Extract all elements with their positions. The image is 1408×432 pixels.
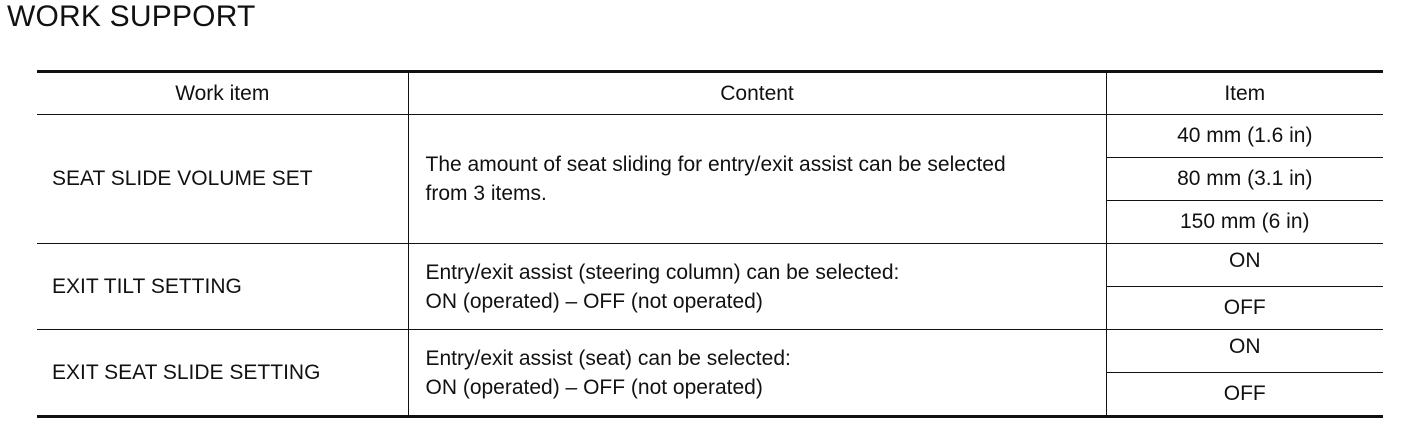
item-value: OFF	[1223, 382, 1266, 405]
header-item: Item	[1105, 70, 1383, 115]
item-cell: OFF	[1105, 372, 1383, 418]
item-value: 80 mm (3.1 in)	[1177, 167, 1313, 190]
page-title: WORK SUPPORT	[7, 0, 256, 33]
content-line: The amount of seat sliding for entry/exi…	[425, 153, 1006, 176]
item-cell: 80 mm (3.1 in)	[1105, 157, 1383, 201]
table-row: 80 mm (3.1 in)	[37, 157, 1383, 201]
item-cell: OFF	[1105, 286, 1383, 330]
content-line: Entry/exit assist (steering column) can …	[425, 260, 900, 284]
work-support-table: Work item Content Item SEAT SLIDE VOLUME…	[37, 70, 1383, 418]
header-work-item: Work item	[37, 70, 409, 115]
table-header-row: Work item Content Item	[37, 70, 1383, 115]
item-cell: 40 mm (1.6 in)	[1105, 114, 1383, 158]
table-row: OFF	[37, 372, 1383, 418]
work-item-cell: EXIT TILT SETTING	[37, 243, 409, 330]
item-cell: ON	[1105, 243, 1383, 287]
work-item-cell: EXIT SEAT SLIDE SETTING	[37, 329, 409, 418]
work-item-cell: SEAT SLIDE VOLUME SET	[37, 114, 409, 244]
item-value: ON	[1229, 335, 1261, 358]
item-cell: 150 mm (6 in)	[1105, 200, 1383, 244]
table-row: SEAT SLIDE VOLUME SET The amount of seat…	[37, 114, 1383, 244]
header-content: Content	[407, 70, 1107, 115]
table-row: EXIT TILT SETTING Entry/exit assist (ste…	[37, 243, 1383, 330]
table-row: OFF	[37, 286, 1383, 330]
item-value: OFF	[1223, 296, 1266, 319]
table-row: 150 mm (6 in)	[37, 200, 1383, 244]
content-line: ON (operated) – OFF (not operated)	[425, 375, 763, 399]
item-value: ON	[1229, 249, 1261, 272]
content-line: ON (operated) – OFF (not operated)	[425, 289, 763, 313]
item-value: 150 mm (6 in)	[1179, 210, 1310, 233]
content-cell: The amount of seat sliding for entry/exi…	[407, 114, 1107, 244]
content-cell: Entry/exit assist (seat) can be selected…	[407, 329, 1107, 418]
item-cell: ON	[1105, 329, 1383, 373]
content-cell: Entry/exit assist (steering column) can …	[407, 243, 1107, 330]
table-row: EXIT SEAT SLIDE SETTING Entry/exit assis…	[37, 329, 1383, 418]
item-value: 40 mm (1.6 in)	[1177, 124, 1313, 147]
content-line: from 3 items.	[425, 182, 547, 205]
content-line: Entry/exit assist (seat) can be selected…	[425, 346, 791, 370]
